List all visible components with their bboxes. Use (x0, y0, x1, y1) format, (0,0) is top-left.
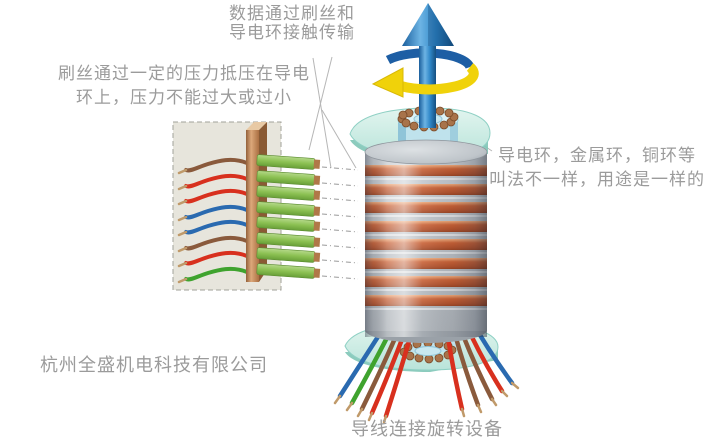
annotation-top-line1: 数据通过刷丝和 (229, 4, 355, 24)
annotation-top-line2: 导电环接触传输 (229, 23, 355, 43)
annotation-right: 导电环，金属环，铜环等 叫法不一样，用途是一样的 (476, 144, 718, 192)
brush-assembly (172, 121, 359, 291)
brush-tip (313, 221, 321, 231)
up-arrow-icon (402, 3, 454, 128)
company-name: 杭州全盛机电科技有限公司 (40, 355, 268, 376)
brush-tip (313, 175, 321, 185)
slip-ring-cylinder (364, 139, 488, 343)
annotation-left: 刷丝通过一定的压力抵压在导电 环上，压力不能过大或过小 (28, 62, 340, 110)
brush-lead-wires (184, 157, 249, 282)
annotation-right-line2: 叫法不一样，用途是一样的 (489, 170, 705, 190)
brush-tip (313, 190, 321, 200)
brush-arm (256, 216, 321, 232)
brush-tip (313, 206, 321, 216)
leader-line (321, 109, 357, 169)
brush-arm (256, 201, 321, 217)
brush-arm (256, 154, 321, 170)
annotation-top: 数据通过刷丝和 导电环接触传输 (206, 5, 378, 43)
bottom-caption: 导线连接旋转设备 (351, 419, 503, 440)
annotation-left-line1: 刷丝通过一定的压力抵压在导电 (58, 64, 310, 84)
rotation-arrow-icon (371, 63, 479, 98)
annotation-left-line2: 环上，压力不能过大或过小 (76, 88, 292, 108)
brush-arm (256, 247, 321, 263)
brush-tip (313, 252, 321, 262)
brush-lead-wire-tips (177, 168, 188, 284)
brush-arm (256, 170, 321, 186)
brush-arm (256, 185, 321, 201)
brush-filaments (321, 166, 359, 280)
brush-arm (256, 232, 321, 248)
brush-arms (256, 154, 321, 279)
brush-tip (313, 268, 321, 278)
bottom-wire-tips (333, 381, 520, 424)
leader-line (312, 57, 332, 169)
brush-arm (256, 263, 321, 279)
annotation-right-line1: 导电环，金属环，铜环等 (498, 146, 696, 166)
brush-tip (313, 159, 321, 169)
brush-tip (313, 237, 321, 247)
